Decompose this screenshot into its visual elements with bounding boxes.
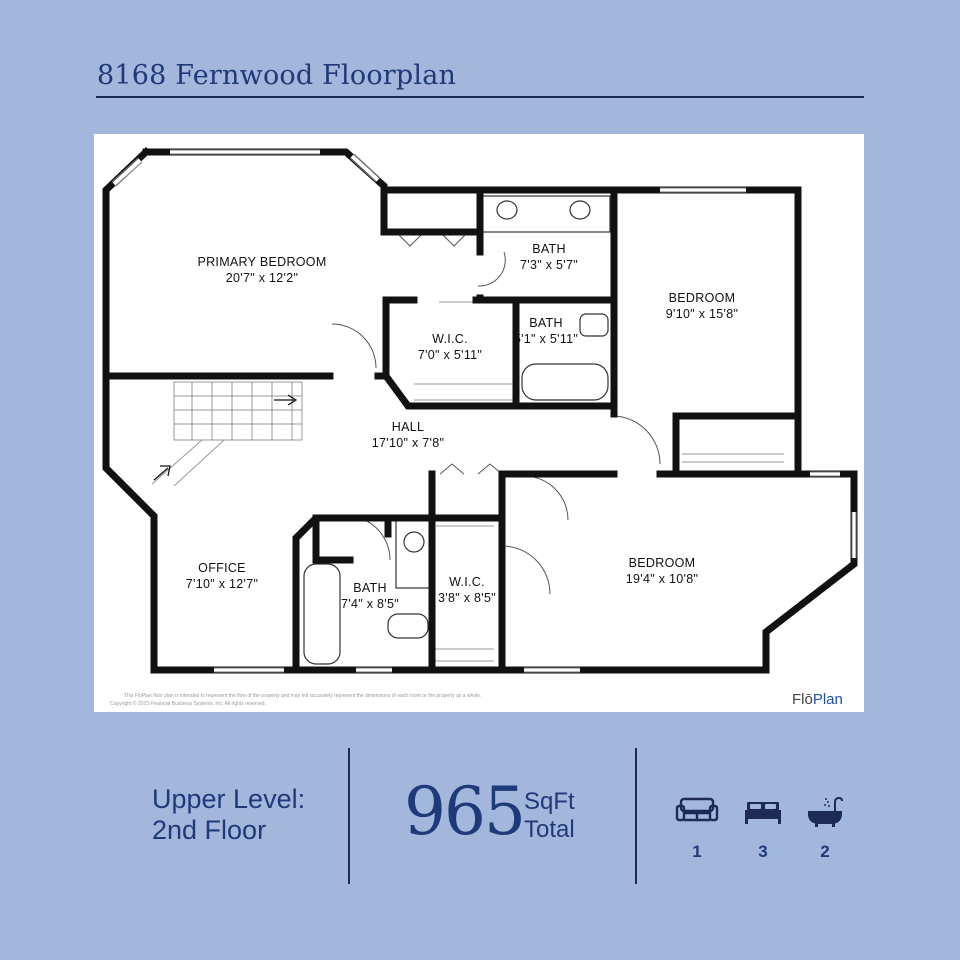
disclaimer-text: This FloPlan floor plan is intended to r… bbox=[124, 693, 481, 699]
floorplan-drawing: PRIMARY BEDROOM 20'7" x 12'2" BATH 7'3" … bbox=[102, 147, 858, 708]
title-divider bbox=[96, 96, 864, 98]
logo-flo-text: Flō bbox=[792, 691, 813, 708]
room-name-master-bath: BATH bbox=[532, 242, 566, 256]
level-line-1: Upper Level: bbox=[152, 784, 306, 814]
room-name-primary-bedroom: PRIMARY BEDROOM bbox=[197, 255, 326, 269]
sqft-unit-line-2: Total bbox=[524, 816, 575, 843]
floorplan-panel: PRIMARY BEDROOM 20'7" x 12'2" BATH 7'3" … bbox=[94, 134, 864, 712]
room-name-bedroom-3: BEDROOM bbox=[629, 556, 696, 570]
sqft-unit-line-1: SqFt bbox=[524, 788, 575, 815]
sqft-value: 965 bbox=[404, 773, 526, 850]
level-label: Upper Level: 2nd Floor bbox=[152, 784, 305, 846]
bathtub-icon bbox=[808, 796, 843, 827]
room-name-bedroom-2: BEDROOM bbox=[669, 291, 736, 305]
room-name-bath-2: BATH bbox=[529, 316, 563, 330]
sofa-icon bbox=[675, 797, 719, 822]
room-dims-wic-1: 7'0" x 5'11" bbox=[418, 348, 482, 362]
room-name-bath-3: BATH bbox=[353, 581, 387, 595]
bath-count: 2 bbox=[820, 842, 830, 861]
bed-icon bbox=[745, 802, 781, 824]
room-dims-primary-bedroom: 20'7" x 12'2" bbox=[226, 271, 298, 285]
room-name-wic-1: W.I.C. bbox=[432, 332, 468, 346]
floplan-logo: FlōPlan bbox=[792, 691, 843, 708]
footer-divider-1 bbox=[348, 748, 350, 884]
bed-count: 3 bbox=[758, 842, 768, 861]
level-line-2: 2nd Floor bbox=[152, 815, 267, 845]
room-dims-wic-2: 3'8" x 8'5" bbox=[438, 591, 496, 605]
room-dims-bath-2: 5'1" x 5'11" bbox=[514, 332, 578, 346]
room-name-hall: HALL bbox=[392, 420, 424, 434]
room-dims-bedroom-2: 9'10" x 15'8" bbox=[666, 307, 738, 321]
room-dims-bedroom-3: 19'4" x 10'8" bbox=[626, 572, 698, 586]
room-dims-bath-3: 7'4" x 8'5" bbox=[341, 597, 399, 611]
footer-divider-2 bbox=[635, 748, 637, 884]
logo-plan-text: Plan bbox=[813, 691, 843, 708]
room-dims-hall: 17'10" x 7'8" bbox=[372, 436, 444, 450]
page-title: 8168 Fernwood Floorplan bbox=[97, 60, 457, 91]
sofa-count: 1 bbox=[692, 842, 702, 861]
room-name-office: OFFICE bbox=[198, 561, 246, 575]
room-name-wic-2: W.I.C. bbox=[449, 575, 485, 589]
sqft-unit: SqFt Total bbox=[524, 788, 575, 844]
room-dims-office: 7'10" x 12'7" bbox=[186, 577, 258, 591]
room-dims-master-bath: 7'3" x 5'7" bbox=[520, 258, 578, 272]
copyright-text: Copyright © 2023 Financial Business Syst… bbox=[110, 700, 266, 707]
